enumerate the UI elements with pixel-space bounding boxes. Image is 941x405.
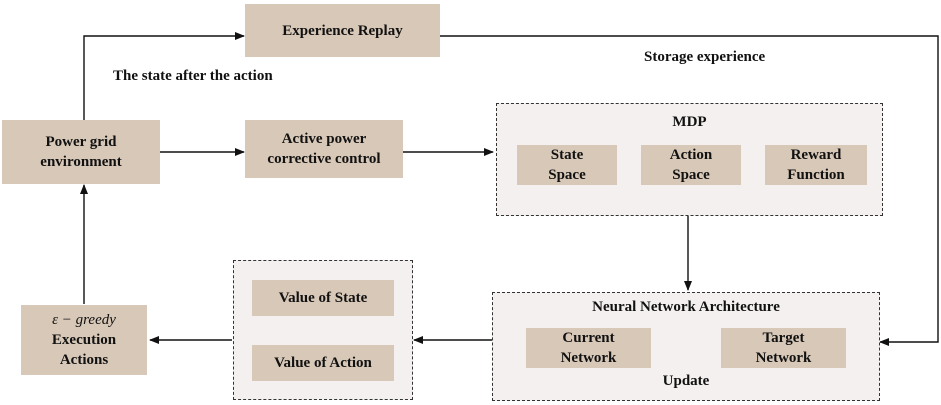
update-label: Update	[662, 373, 710, 389]
value-of-action-node: Value of Action	[252, 345, 394, 381]
action-space-node: Action Space	[641, 145, 741, 185]
state-space-line2: Space	[548, 167, 586, 183]
power-grid-label-line2: environment	[40, 154, 122, 170]
state-after-action-label: The state after the action	[113, 68, 273, 84]
mdp-title: MDP	[672, 114, 707, 130]
experience-replay-label: Experience Replay	[282, 22, 403, 39]
current-network-line1: Current	[562, 330, 615, 346]
value-of-state-label: Value of State	[278, 290, 368, 306]
state-space-line1: State	[550, 147, 584, 163]
storage-experience-label: Storage experience	[644, 49, 766, 65]
epsilon-greedy-label: ε − greedy	[52, 312, 116, 328]
reward-function-line1: Reward	[790, 147, 842, 163]
target-network-line1: Target	[762, 330, 805, 346]
execution-actions-line2: Actions	[59, 352, 109, 368]
reward-function-node: Reward Function	[765, 145, 867, 185]
value-of-action-label: Value of Action	[274, 355, 372, 371]
active-power-label-line2: corrective control	[267, 151, 381, 167]
value-of-state-node: Value of State	[252, 280, 394, 316]
current-network-line2: Network	[560, 350, 617, 366]
reward-function-line2: Function	[787, 167, 845, 183]
target-network-node: Target Network	[721, 328, 846, 368]
power-grid-environment-node: Power grid environment	[2, 120, 160, 184]
state-space-node: State Space	[517, 145, 617, 185]
action-space-line1: Action	[669, 147, 713, 163]
action-space-line2: Space	[672, 167, 710, 183]
active-power-control-node: Active power corrective control	[245, 120, 403, 178]
edge-grid-to-replay	[83, 32, 245, 120]
execution-actions-line1: Execution	[51, 332, 117, 348]
execution-actions-node: ε − greedy Execution Actions	[21, 305, 147, 375]
experience-replay-node: Experience Replay	[245, 4, 440, 57]
target-network-line2: Network	[755, 350, 812, 366]
power-grid-label-line1: Power grid	[45, 134, 117, 150]
edge-replay-to-nn	[440, 35, 939, 346]
current-network-node: Current Network	[526, 328, 651, 368]
active-power-label-line1: Active power	[281, 131, 367, 147]
nn-architecture-title: Neural Network Architecture	[592, 299, 780, 315]
